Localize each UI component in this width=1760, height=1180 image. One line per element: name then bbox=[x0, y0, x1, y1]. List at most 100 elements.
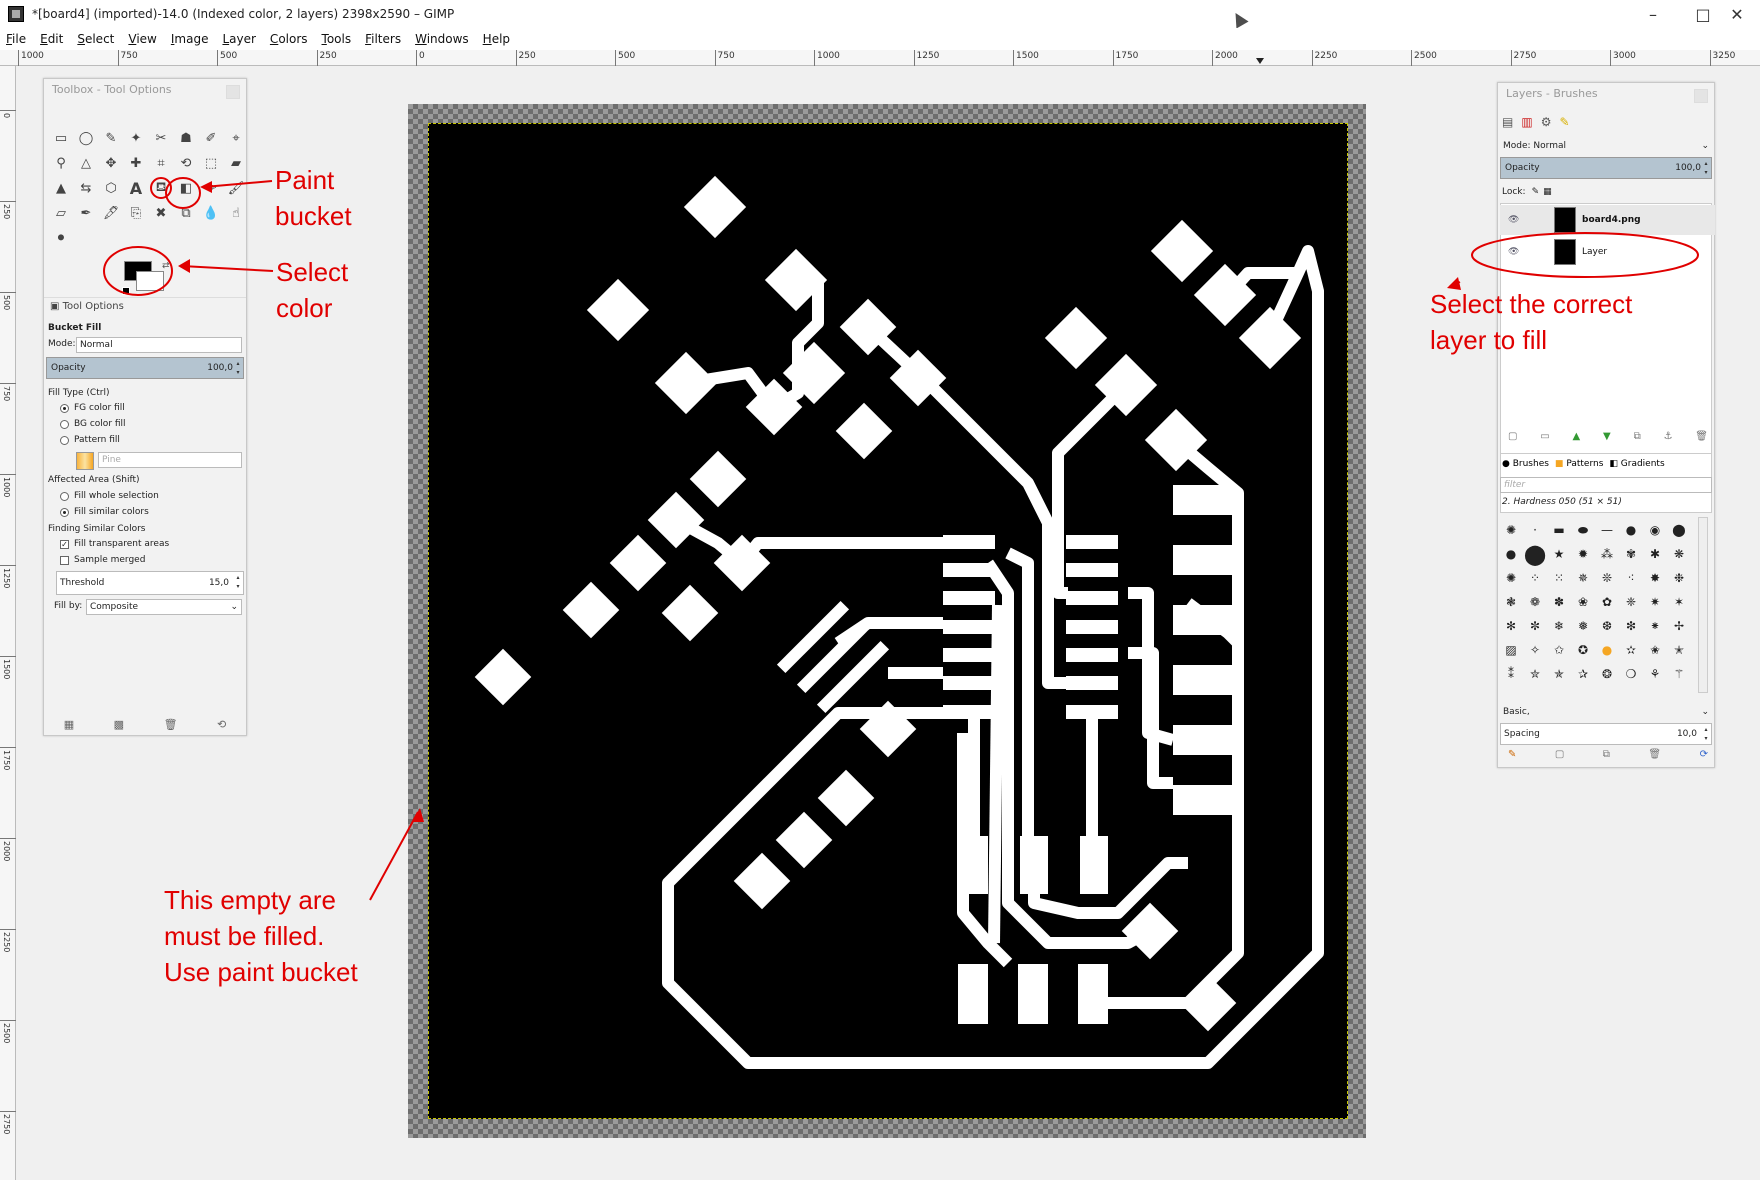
fill-whole-selection-option[interactable]: Fill whole selection bbox=[48, 491, 159, 501]
menu-filters[interactable]: Filters bbox=[365, 32, 402, 46]
brush-item[interactable]: ▨ bbox=[1505, 643, 1517, 657]
heal-icon[interactable]: ✖ bbox=[155, 205, 167, 221]
layer-row-board4[interactable]: 👁 board4.png bbox=[1500, 205, 1715, 235]
fg-color-fill-option[interactable]: FG color fill bbox=[48, 403, 125, 413]
pattern-fill-radio[interactable] bbox=[60, 435, 69, 445]
brush-item[interactable]: ✱ bbox=[1649, 547, 1661, 561]
move-icon[interactable]: ✥ bbox=[105, 155, 117, 171]
brush-item[interactable]: ✾ bbox=[1625, 547, 1637, 561]
brush-item[interactable]: ✼ bbox=[1529, 619, 1541, 633]
visibility-eye-icon[interactable]: 👁 bbox=[1508, 215, 1520, 225]
brush-item[interactable]: ✭ bbox=[1673, 643, 1685, 657]
similar-colors-radio[interactable] bbox=[60, 507, 69, 517]
brush-item[interactable]: ❊ bbox=[1601, 571, 1613, 585]
brush-item[interactable]: ● bbox=[1625, 523, 1637, 537]
brush-item[interactable]: ⁑ bbox=[1508, 667, 1514, 681]
fill-by-dropdown[interactable]: Composite⌄ bbox=[86, 599, 242, 615]
brush-item[interactable]: ⁘ bbox=[1529, 571, 1541, 585]
brush-item[interactable]: ✽ bbox=[1553, 595, 1565, 609]
brush-item[interactable]: ⬤ bbox=[1672, 523, 1686, 537]
brush-item[interactable]: ⬤ bbox=[1523, 542, 1547, 566]
color-picker-icon[interactable]: ⌖ bbox=[232, 130, 240, 146]
ink-icon[interactable]: 🖋 bbox=[102, 205, 120, 221]
brush-item[interactable]: ✸ bbox=[1649, 571, 1661, 585]
fill-similar-colors-option[interactable]: Fill similar colors bbox=[48, 507, 149, 517]
menu-edit[interactable]: Edit bbox=[40, 32, 64, 46]
maximize-button[interactable]: □ bbox=[1695, 4, 1711, 24]
whole-selection-radio[interactable] bbox=[60, 491, 69, 501]
brush-item[interactable]: ❈ bbox=[1625, 595, 1637, 609]
blur-icon[interactable]: 💧 bbox=[202, 205, 220, 221]
rect-select-icon[interactable]: ▭ bbox=[54, 130, 68, 146]
brush-item[interactable]: ● bbox=[1505, 547, 1517, 561]
tool-options-tab[interactable]: ▣ Tool Options bbox=[44, 297, 246, 315]
edit-brush-icon[interactable]: ✎ bbox=[1508, 749, 1517, 760]
restore-options-icon[interactable]: ▩ bbox=[113, 718, 125, 731]
brush-item[interactable]: ✻ bbox=[1505, 619, 1517, 633]
brush-item[interactable]: ✮ bbox=[1529, 667, 1541, 681]
brush-item[interactable]: ✢ bbox=[1673, 619, 1685, 633]
zoom-icon[interactable]: ⚲ bbox=[56, 155, 66, 171]
transparent-areas-checkbox[interactable]: ✓ bbox=[60, 539, 69, 549]
brush-item[interactable]: ✿ bbox=[1601, 595, 1613, 609]
layers-close-button[interactable] bbox=[1694, 89, 1708, 103]
brush-item[interactable]: ✯ bbox=[1553, 667, 1565, 681]
threshold-spinner-icon[interactable]: ▴▾ bbox=[236, 574, 240, 590]
brush-item[interactable]: ▬ bbox=[1553, 523, 1565, 537]
brush-item[interactable]: ✧ bbox=[1529, 643, 1541, 657]
pattern-fill-option[interactable]: Pattern fill bbox=[48, 435, 120, 445]
layer-opacity-spinner-icon[interactable]: ▴▾ bbox=[1704, 160, 1708, 176]
brush-item[interactable]: ✺ bbox=[1505, 571, 1517, 585]
brush-item[interactable]: ⁂ bbox=[1601, 547, 1613, 561]
raise-layer-icon[interactable]: ▲ bbox=[1572, 431, 1581, 442]
reset-colors-icon[interactable] bbox=[122, 287, 130, 295]
menu-view[interactable]: View bbox=[128, 32, 157, 46]
lock-alpha-icon[interactable]: ▦ bbox=[1543, 187, 1552, 197]
brush-item[interactable]: ✰ bbox=[1577, 667, 1589, 681]
brush-item[interactable]: ❉ bbox=[1673, 571, 1685, 585]
paths-tab-icon[interactable]: ✎ bbox=[1559, 115, 1570, 129]
brush-item[interactable]: ⁖ bbox=[1627, 571, 1635, 585]
brush-item[interactable]: ❀ bbox=[1577, 595, 1589, 609]
blend-icon[interactable]: ◧ bbox=[179, 180, 193, 196]
menu-select[interactable]: Select bbox=[77, 32, 115, 46]
brush-item[interactable]: ⁕ bbox=[1649, 619, 1661, 633]
brush-item[interactable]: ❁ bbox=[1529, 595, 1541, 609]
brush-item[interactable]: — bbox=[1601, 523, 1613, 537]
brushes-tab[interactable]: ● Brushes bbox=[1502, 458, 1549, 469]
brush-item[interactable]: ✵ bbox=[1577, 571, 1589, 585]
brush-item[interactable]: ✷ bbox=[1649, 595, 1661, 609]
layers-tab-icon[interactable]: ▥ bbox=[1521, 115, 1533, 129]
brush-item[interactable]: ⚚ bbox=[1673, 667, 1685, 681]
perspective-icon[interactable]: ▲ bbox=[56, 180, 66, 196]
bucket-fill-icon[interactable]: ⛾ bbox=[150, 177, 172, 199]
toolbox-close-button[interactable] bbox=[226, 85, 240, 99]
crop-icon[interactable]: ⌗ bbox=[157, 155, 165, 171]
new-group-icon[interactable]: ▭ bbox=[1540, 431, 1550, 442]
background-color-swatch[interactable] bbox=[136, 271, 164, 291]
eraser-icon[interactable]: ▱ bbox=[56, 205, 66, 221]
bg-fill-radio[interactable] bbox=[60, 419, 69, 429]
save-options-icon[interactable]: ▦ bbox=[63, 718, 75, 731]
layer-row-layer[interactable]: 👁 Layer bbox=[1500, 237, 1715, 267]
scale-icon[interactable]: ⬚ bbox=[204, 155, 218, 171]
fuzzy-select-icon[interactable]: ✦ bbox=[130, 130, 142, 146]
paths-icon[interactable]: ✐ bbox=[205, 130, 217, 146]
delete-options-icon[interactable]: 🗑 bbox=[163, 718, 178, 731]
spacing-spinner-icon[interactable]: ▴▾ bbox=[1704, 726, 1708, 742]
brush-item[interactable]: ✩ bbox=[1553, 643, 1565, 657]
patterns-tab[interactable]: ■ Patterns bbox=[1554, 458, 1604, 469]
airbrush-icon[interactable]: ✒ bbox=[80, 205, 92, 221]
paintbrush-icon[interactable]: 🖌 bbox=[227, 180, 245, 196]
shear-icon[interactable]: ▰ bbox=[231, 155, 241, 171]
smudge-icon[interactable]: ☝ bbox=[232, 205, 240, 221]
scissors-icon[interactable]: ✂ bbox=[155, 130, 167, 146]
menu-windows[interactable]: Windows bbox=[415, 32, 469, 46]
lower-layer-icon[interactable]: ▼ bbox=[1603, 431, 1611, 442]
cage-icon[interactable]: ⬡ bbox=[105, 180, 117, 196]
